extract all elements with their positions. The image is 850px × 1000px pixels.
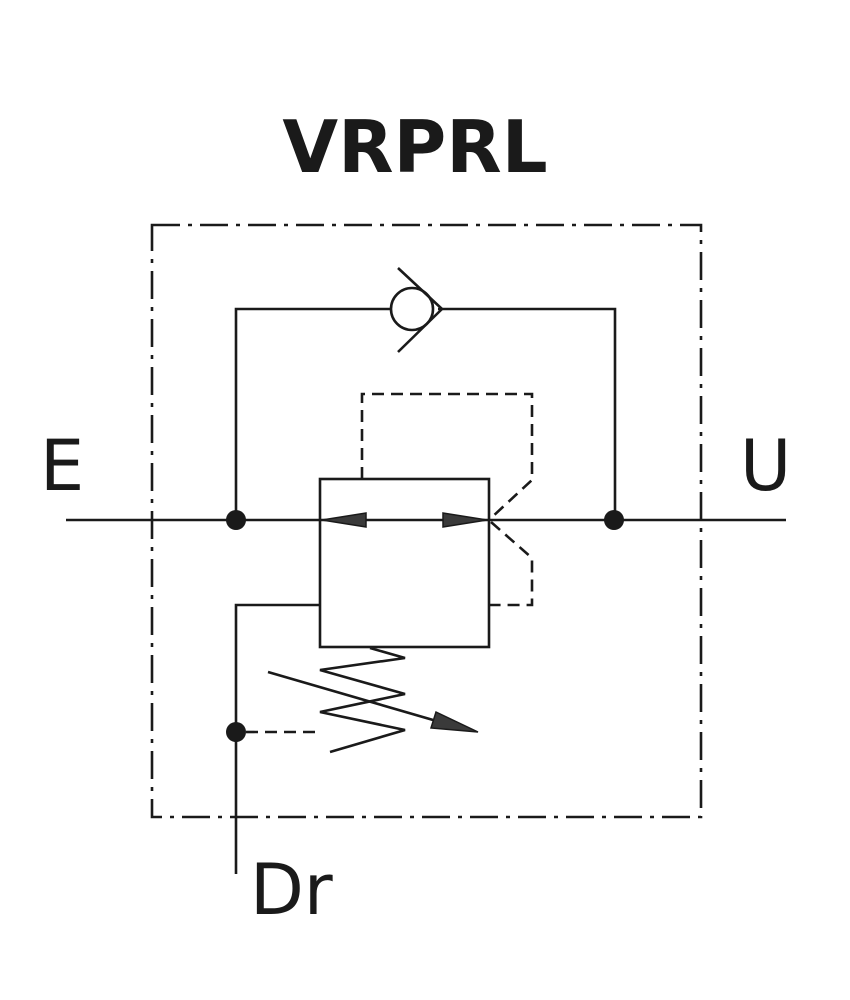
bypass-line-right: [438, 307, 617, 520]
adjust-arrow-shaft: [267, 670, 441, 724]
valve-title: VRPRL: [282, 105, 547, 189]
port-label-drain: Dr: [250, 849, 333, 931]
check-valve-icon: [389, 267, 443, 353]
drain-line: [234, 603, 320, 874]
junction-dot-inlet: [226, 510, 246, 530]
flow-arrow-left-icon: [321, 512, 367, 528]
junction-dot-outlet: [604, 510, 624, 530]
spring-icon: [319, 646, 406, 754]
valve-body: [318, 477, 491, 649]
pilot-line-upper: [360, 392, 534, 519]
pilot-line-lower: [489, 521, 534, 607]
port-label-inlet: E: [40, 425, 84, 507]
bypass-line-left: [234, 307, 392, 520]
adjust-arrow-head-icon: [430, 710, 479, 733]
flow-arrow-right-icon: [442, 512, 488, 528]
port-label-outlet: U: [740, 425, 791, 507]
